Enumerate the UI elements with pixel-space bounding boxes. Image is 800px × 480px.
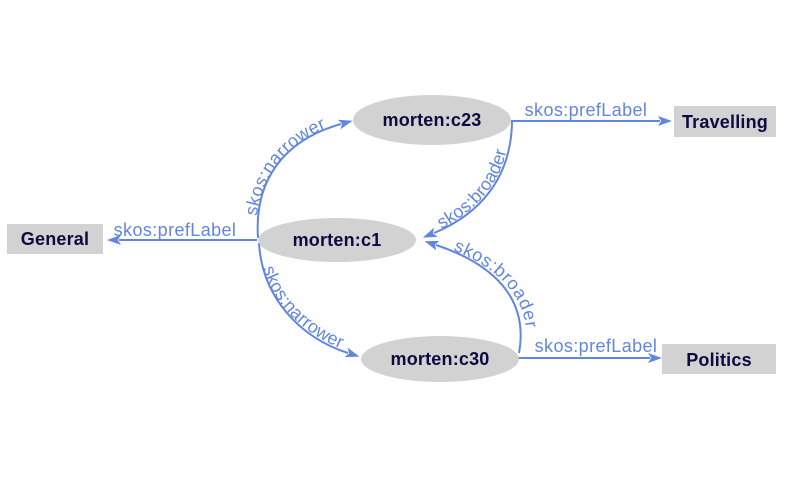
literal-node-travelling[interactable]: Travelling bbox=[674, 106, 776, 137]
concept-node-ellipse[interactable] bbox=[361, 336, 519, 382]
concept-node-ellipse[interactable] bbox=[353, 95, 511, 145]
edge-skos-narrower-c1-to-c30 bbox=[258, 242, 360, 358]
node-label-morten-c30: morten:c30 bbox=[390, 349, 489, 369]
edge-skos-broader-c30-to-c1 bbox=[424, 240, 522, 354]
literal-node-rect[interactable] bbox=[7, 224, 103, 254]
edge-group bbox=[107, 116, 672, 363]
edge-label-skos-preflabel-top: skos:prefLabel bbox=[525, 100, 648, 120]
edge-label-skos-broader-top: skos:broader bbox=[433, 146, 510, 232]
concept-node-ellipse[interactable] bbox=[258, 218, 416, 262]
edge-skos-narrower-c1-to-c23 bbox=[256, 119, 353, 239]
edge-skos-broader-c23-to-c1 bbox=[422, 121, 513, 238]
node-label-politics: Politics bbox=[686, 350, 752, 370]
node-label-general: General bbox=[21, 229, 89, 249]
edge-label-skos-narrower-bottom: skos:narrower bbox=[259, 263, 347, 352]
literal-node-rect[interactable] bbox=[662, 344, 776, 374]
literal-node-general[interactable]: General bbox=[7, 224, 103, 254]
edge-label-skos-narrower-top: skos:narrower bbox=[241, 113, 328, 217]
edge-label-skos-preflabel-bottom: skos:prefLabel bbox=[535, 336, 658, 356]
node-label-travelling: Travelling bbox=[682, 112, 768, 132]
node-label-morten-c23: morten:c23 bbox=[382, 110, 481, 130]
concept-node-morten-c23[interactable]: morten:c23 bbox=[353, 95, 511, 145]
concept-node-morten-c30[interactable]: morten:c30 bbox=[361, 336, 519, 382]
literal-node-rect[interactable] bbox=[674, 106, 776, 137]
edge-label-skos-broader-bottom: skos:broader bbox=[451, 235, 541, 329]
literal-node-politics[interactable]: Politics bbox=[662, 344, 776, 374]
concept-node-morten-c1[interactable]: morten:c1 bbox=[258, 218, 416, 262]
edge-label-skos-preflabel-middle: skos:prefLabel bbox=[114, 220, 237, 240]
node-label-morten-c1: morten:c1 bbox=[293, 230, 382, 250]
node-group: morten:c23 morten:c1 morten:c30 Travelli… bbox=[7, 95, 776, 382]
